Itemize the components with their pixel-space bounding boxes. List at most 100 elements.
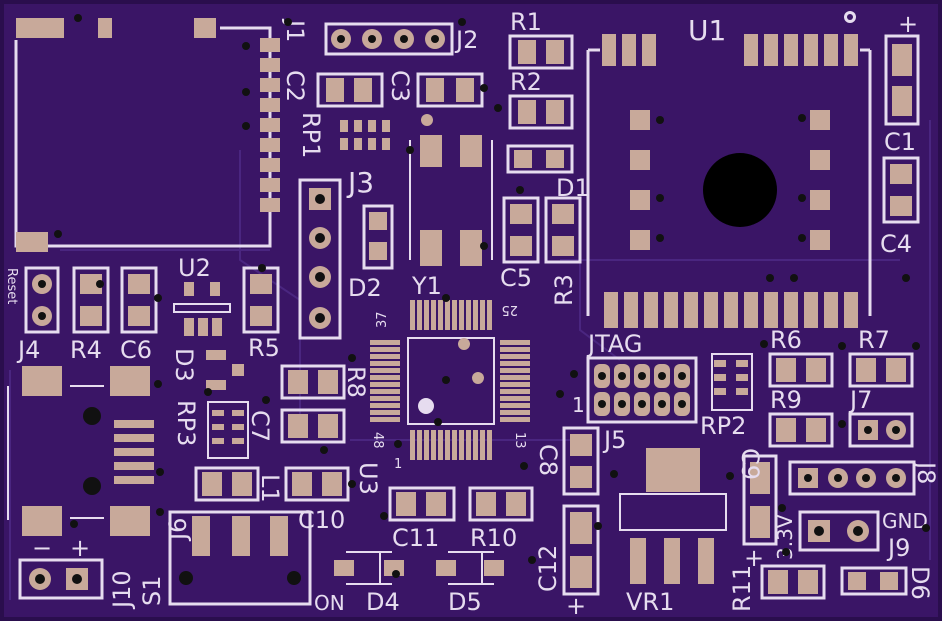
- label-c1-plus: +: [898, 10, 918, 38]
- label-r9: R9: [770, 386, 802, 414]
- d3-diode: D3: [170, 348, 244, 390]
- label-vr1: VR1: [626, 588, 674, 616]
- c10-cap: C10: [284, 466, 350, 534]
- label-j5: J5: [602, 426, 626, 454]
- r8-resistor: R8: [280, 364, 370, 400]
- label-r3: R3: [550, 274, 578, 306]
- c9-cap: C9 + R11: [728, 448, 778, 612]
- c12-cap: C12 +: [534, 504, 600, 620]
- label-s1: S1: [138, 575, 166, 606]
- label-c3: C3: [386, 70, 414, 102]
- label-on: ON: [314, 591, 345, 615]
- label-c10: C10: [298, 506, 345, 534]
- j5-jtag-header: JTAG 1 J5: [572, 330, 698, 454]
- r11-resistor: [760, 564, 826, 600]
- label-c1: C1: [884, 128, 916, 156]
- c3-cap: C3: [386, 70, 484, 108]
- j10-usb-connector: [7, 366, 154, 536]
- label-j7: J7: [848, 386, 872, 414]
- c1-cap: + C1: [884, 10, 920, 156]
- rp3-array: RP3 C7: [172, 400, 274, 459]
- label-reset: Reset: [4, 268, 19, 304]
- label-rp3: RP3: [172, 400, 200, 446]
- c8-cap: C8: [534, 426, 600, 496]
- label-d2: D2: [348, 274, 382, 302]
- d6-led: D6: [840, 566, 934, 600]
- label-c6: C6: [120, 336, 152, 364]
- label-u2: U2: [178, 254, 211, 282]
- l1-inductor: L1: [194, 466, 284, 503]
- label-y1: Y1: [411, 272, 442, 300]
- j1-module: J1: [14, 18, 309, 252]
- label-rp2: RP2: [700, 412, 746, 440]
- label-d6: D6: [906, 566, 934, 600]
- vias: [54, 14, 930, 578]
- label-c4: C4: [880, 230, 912, 258]
- c2-cap: C2: [281, 70, 384, 108]
- label-u1: U1: [688, 14, 726, 47]
- label-r2: R2: [510, 68, 542, 96]
- label-j8: J8: [912, 460, 940, 484]
- label-j10-plus: +: [70, 534, 90, 562]
- r7-resistor: R7: [848, 326, 914, 388]
- label-c9-plus: +: [744, 544, 764, 572]
- j8-header: J8: [788, 460, 940, 496]
- c5-cap: C5: [500, 196, 540, 292]
- label-r5: R5: [248, 334, 280, 362]
- j2-header: J2: [324, 22, 478, 56]
- label-pin25: 25: [501, 302, 518, 317]
- d4-led: D4: [334, 551, 404, 616]
- r1-resistor: R1: [508, 8, 574, 70]
- j10-power-header: − + J10: [18, 534, 136, 610]
- j3-header: J3: [298, 166, 374, 340]
- label-c12: C12: [534, 545, 562, 592]
- d5-led: D5: [436, 551, 504, 616]
- label-u3: U3: [354, 462, 382, 495]
- label-r4: R4: [70, 336, 102, 364]
- j7-header: J7: [848, 386, 914, 448]
- rp1-array: RP1: [297, 112, 390, 158]
- label-c5: C5: [500, 264, 532, 292]
- label-c7: C7: [246, 410, 274, 442]
- y1-crystal: Y1: [409, 114, 493, 300]
- label-c11: C11: [392, 524, 439, 552]
- r-extra-resistor: [280, 408, 346, 444]
- label-r6: R6: [770, 326, 802, 354]
- u3-pins-top: [410, 300, 492, 330]
- r3-resistor: R3: [544, 196, 582, 306]
- label-pin48: 48: [370, 432, 385, 449]
- label-c2: C2: [281, 70, 309, 102]
- label-u3-pin1: 1: [394, 457, 402, 472]
- label-jtag: JTAG: [586, 330, 642, 358]
- r10-resistor: R10: [468, 486, 534, 552]
- label-jtag-pin1: 1: [572, 393, 585, 417]
- r2-resistor: R2: [508, 68, 574, 130]
- label-j3: J3: [346, 166, 374, 199]
- label-d4: D4: [366, 588, 400, 616]
- label-l1: L1: [256, 474, 284, 503]
- c6-cap: C6: [120, 266, 158, 364]
- label-r1: R1: [510, 8, 542, 36]
- label-c12-plus: +: [566, 592, 586, 620]
- c11-cap: C11: [388, 486, 456, 552]
- label-j2: J2: [454, 26, 478, 54]
- u3-pins-right: [500, 340, 530, 422]
- label-r11: R11: [728, 565, 756, 612]
- vr1-regulator: VR1: [619, 448, 727, 616]
- label-j10: J10: [108, 570, 136, 610]
- label-c9: C9: [736, 448, 764, 480]
- u3-pins-left: [370, 340, 400, 422]
- j4-reset-header: Reset J4: [4, 266, 60, 364]
- label-r10: R10: [470, 524, 517, 552]
- rp2-array: RP2: [700, 353, 753, 440]
- d2-diode: D2: [348, 204, 394, 302]
- label-gnd: GND: [882, 509, 928, 533]
- s1-switch: S1 ON: [138, 510, 345, 615]
- label-r7: R7: [858, 326, 890, 354]
- label-c8: C8: [534, 444, 562, 476]
- j9-gnd-header: GND J9 3.3V: [773, 509, 928, 562]
- label-j6: J6: [164, 518, 192, 542]
- label-pin13: 13: [512, 432, 527, 449]
